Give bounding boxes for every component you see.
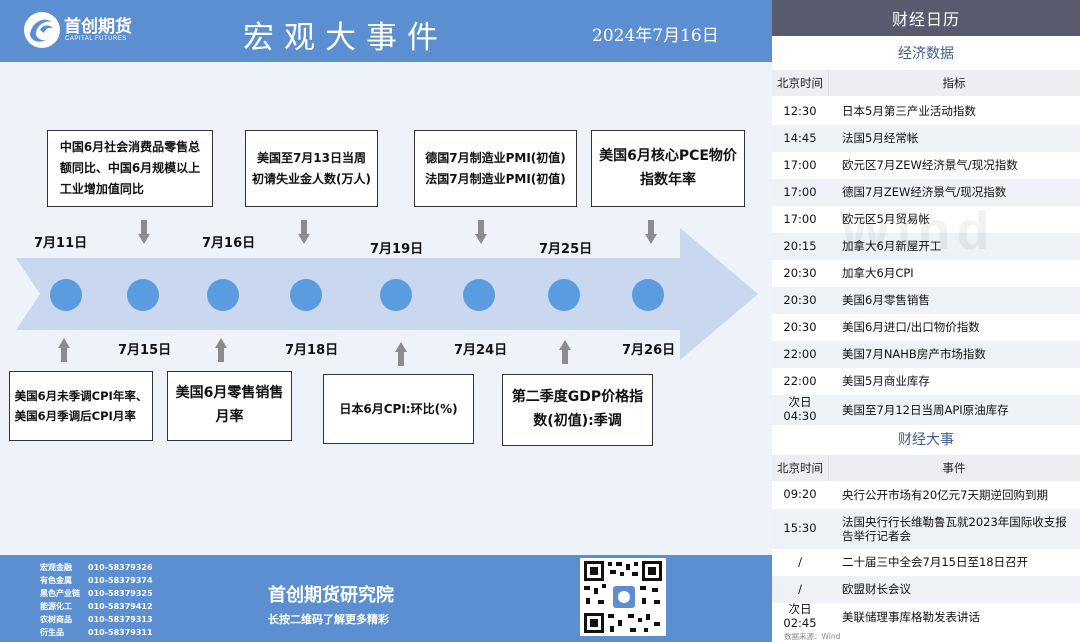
col-time-header: 北京时间 (777, 461, 823, 475)
arrow-down-icon (475, 220, 487, 244)
header-divider (828, 455, 829, 481)
date-label: 7月11日 (34, 236, 88, 251)
date-label: 7月26日 (622, 343, 676, 358)
event-card-jul19: 德国7月制造业PMI(初值) 法国7月制造业PMI(初值) (414, 130, 577, 207)
finance-events-section-title: 财经大事 (898, 432, 954, 448)
timeline-dot (380, 279, 412, 311)
date-label: 7月25日 (539, 242, 593, 257)
timeline-dot (50, 279, 82, 311)
event-card-jul15: 美国6月未季调CPI年率、 美国6月季调后CPI月率 (9, 371, 153, 441)
col-time-header: 北京时间 (777, 76, 823, 90)
timeline-dot (207, 279, 239, 311)
calendar-title: 财经日历 (772, 0, 1080, 36)
arrow-down-icon (138, 220, 150, 244)
institute-name: 首创期货研究院 (268, 585, 394, 606)
date-label: 7月18日 (285, 343, 339, 358)
brand-name: 首创期货 (64, 17, 132, 37)
page-date: 2024年7月16日 (592, 26, 719, 46)
timeline-dot (548, 279, 580, 311)
table-row: /欧盟财长会议 (772, 576, 1080, 603)
col-indicator-header: 指标 (942, 76, 966, 90)
header-bar: 首创期货 CAPITAL FUTURES 宏观大事件 2024年7月16日 (0, 0, 772, 62)
arrow-up-icon (58, 338, 70, 362)
date-label: 7月19日 (370, 242, 424, 257)
arrow-down-icon (298, 220, 310, 244)
arrow-down-icon (645, 220, 657, 244)
brand-name-en: CAPITAL FUTURES (65, 36, 127, 42)
arrow-up-icon (559, 340, 571, 364)
header-divider (828, 70, 829, 96)
date-label: 7月24日 (454, 343, 508, 358)
events-table-header: 北京时间 事件 (772, 455, 1080, 481)
event-card-jul18: 美国6月零售销售 月率 (167, 371, 292, 441)
page-title: 宏观大事件 (243, 20, 448, 56)
timeline-dot (463, 279, 495, 311)
event-card-jul26: 第二季度GDP价格指 数(初值):季调 (502, 374, 653, 446)
arrow-up-icon (395, 342, 407, 366)
qr-hint: 长按二维码了解更多精彩 (268, 613, 389, 626)
macro-events-panel: 首创期货 CAPITAL FUTURES 宏观大事件 2024年7月16日 中国… (0, 0, 772, 642)
event-card-jul11: 中国6月社会消费品零售总 额同比、中国6月规模以上 工业增加值同比 (47, 130, 213, 207)
date-label: 7月16日 (202, 236, 256, 251)
econ-data-section-title: 经济数据 (898, 46, 954, 62)
event-card-jul24: 日本6月CPI:环比(%) (323, 374, 474, 444)
col-event-header: 事件 (942, 461, 966, 475)
date-label: 7月15日 (118, 343, 172, 358)
timeline-dot (127, 279, 159, 311)
data-source-note: 数据来源：Wind (784, 632, 841, 641)
timeline-dot (290, 279, 322, 311)
arrow-up-icon (215, 338, 227, 362)
event-card-jul16: 美国至7月13日当周 初请失业金人数(万人) (245, 130, 378, 207)
capital-futures-logo-icon (24, 12, 60, 48)
event-card-jul25: 美国6月核心PCE物价 指数年率 (591, 130, 745, 207)
econ-table-header: 北京时间 指标 (772, 70, 1080, 96)
table-row: /二十届三中全会7月15日至18日召开 (798, 554, 1029, 570)
qr-code-icon[interactable] (580, 558, 666, 636)
timeline-dot (632, 279, 664, 311)
